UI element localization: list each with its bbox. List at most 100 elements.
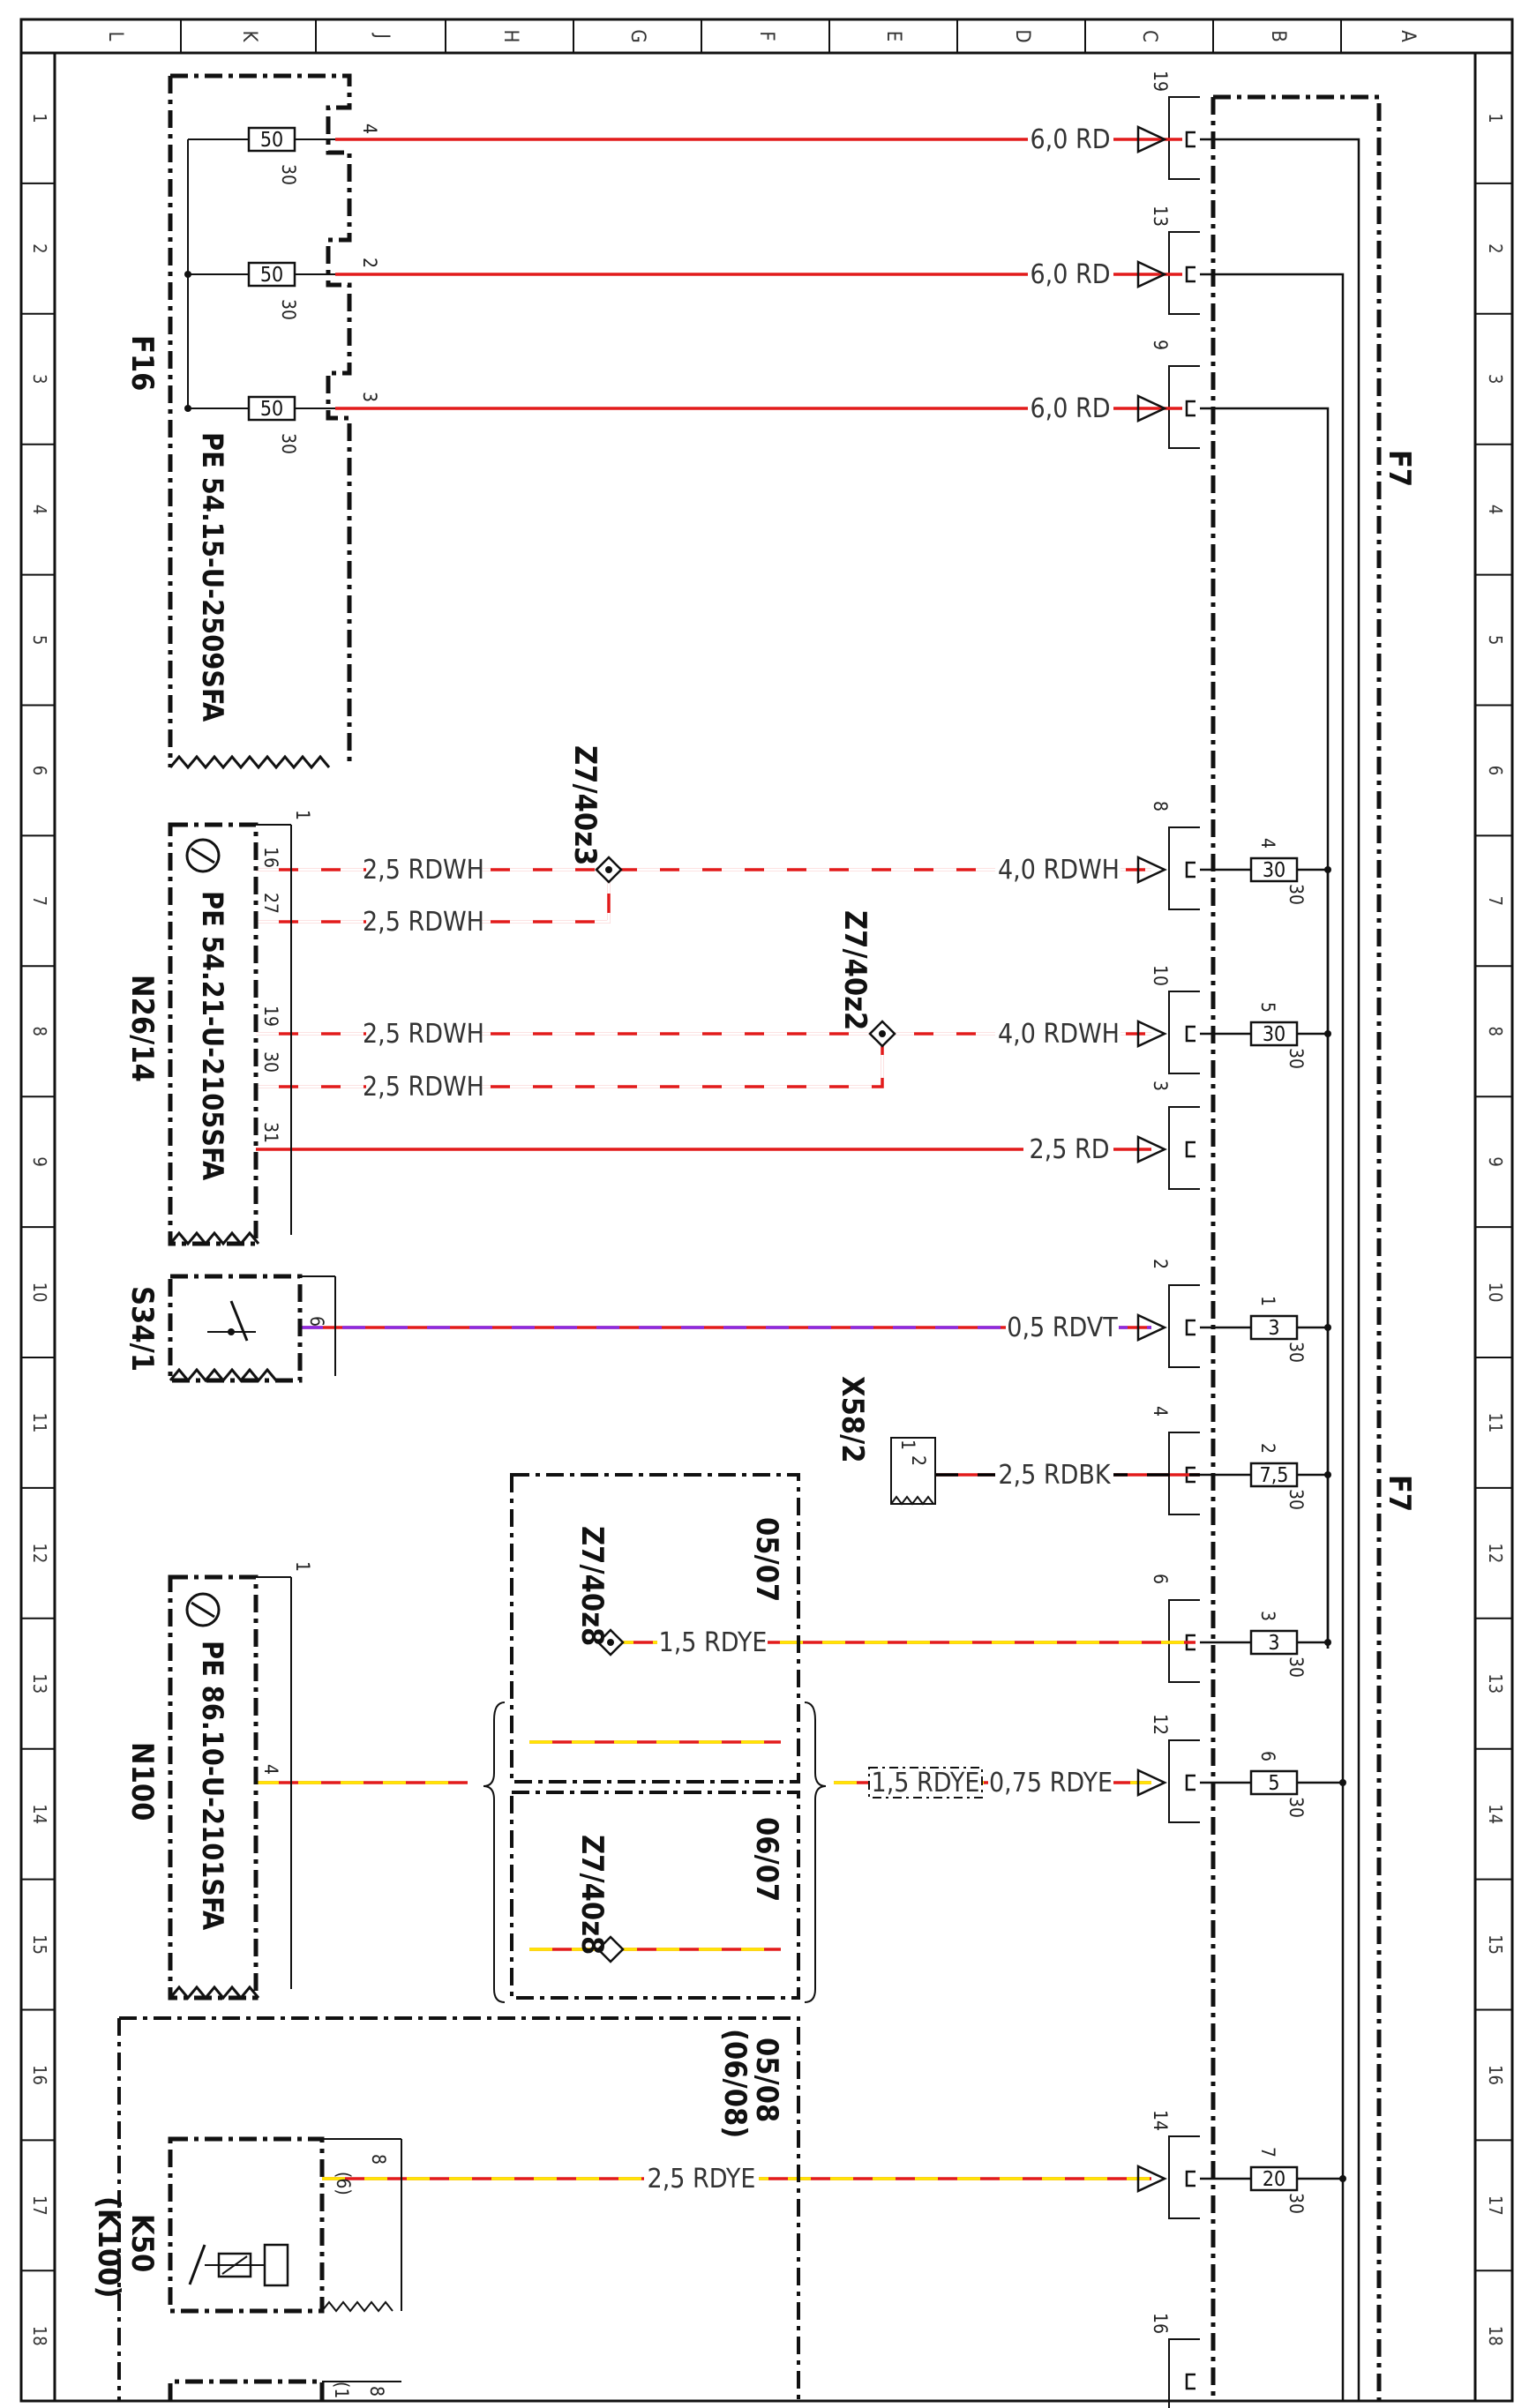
- row-label-right: 8: [1485, 1027, 1506, 1036]
- connector-arrow-icon: [1136, 1135, 1167, 1163]
- row-label-left: 1: [29, 113, 50, 123]
- wire-w8: [256, 1034, 884, 1088]
- splice-label: Z7/40z8: [574, 1526, 610, 1646]
- variant-block-a: 05/07 06/07 Z7/40z8 Z7/40z8: [483, 1473, 827, 2003]
- row-grid: [21, 52, 1512, 2272]
- row-label-left: 11: [29, 1413, 50, 1433]
- f7-fuse-in: 6: [1257, 1751, 1278, 1761]
- wire-label-gap: [644, 2163, 759, 2195]
- col-label: K: [238, 31, 260, 43]
- row-label-right: 6: [1485, 766, 1506, 775]
- wire-label-gap: [1028, 123, 1113, 155]
- f7-fuse-term: 30: [1285, 2193, 1307, 2214]
- f7-pin-number: 2: [1150, 1259, 1171, 1269]
- pin-number: 1: [292, 1561, 313, 1572]
- component-label-n26-14: N26/14: [124, 975, 160, 1082]
- f7-fuse-body: [1249, 1314, 1299, 1341]
- pin-number: (1: [331, 2382, 352, 2398]
- f7-fuse-in: 3: [1257, 1611, 1278, 1621]
- f7-fuse-value: 3: [1268, 1317, 1279, 1340]
- n100-block: 1 4 N100 PE 86.10-U-2101SFA: [124, 1561, 313, 2000]
- f7-pin-contact: [1185, 1774, 1195, 1791]
- pin-number: 16: [260, 847, 281, 868]
- f7-pin-bracket: [1168, 991, 1200, 1074]
- row-label-left: 9: [29, 1156, 50, 1166]
- fuse-value: 50: [260, 398, 283, 421]
- f7-fuse-term: 30: [1285, 884, 1307, 905]
- row-label-right: 4: [1485, 505, 1506, 514]
- wire-label-gap: [1023, 1133, 1113, 1165]
- row-label-left: 12: [29, 1543, 50, 1563]
- f7-pin-number: 10: [1150, 965, 1171, 986]
- wire-label-gap: [995, 854, 1121, 886]
- row-label-right: 9: [1485, 1156, 1506, 1166]
- f7-fuse-value: 7,5: [1260, 1464, 1289, 1487]
- row-label-right: 12: [1485, 1543, 1506, 1563]
- wire-label: 6,0 RD: [1030, 393, 1110, 424]
- f7-fuse-term: 30: [1285, 1797, 1307, 1818]
- pin-number: 27: [260, 893, 281, 914]
- col-label: C: [1138, 30, 1160, 42]
- f7-pin-contact: [1185, 1140, 1195, 1158]
- f7-pin-number: 13: [1150, 206, 1171, 227]
- splice-label: Z7/40z2: [837, 910, 873, 1030]
- wire-label: 2,5 RDWH: [363, 1072, 484, 1103]
- component-label-f7: F7: [1382, 1475, 1417, 1512]
- row-label-right: 18: [1485, 2326, 1506, 2346]
- row-label-right: 14: [1485, 1804, 1506, 1824]
- wire-label-gap: [988, 1767, 1113, 1799]
- connector-arrow-icon: [1136, 1020, 1167, 1048]
- fuse-term: 30: [278, 433, 299, 454]
- f7-fuse-term: 30: [1285, 1342, 1307, 1363]
- splice-dot: [607, 1639, 614, 1646]
- splice-labels: Z7/40z3 Z7/40z2: [567, 745, 873, 1030]
- wire-label: 2,5 RD: [1029, 1134, 1109, 1165]
- row-label-left: 2: [29, 243, 50, 253]
- pin-number: 6: [306, 1316, 327, 1327]
- f7-pin-contact: [1185, 1025, 1195, 1043]
- fuse-term: 30: [278, 164, 299, 185]
- wire-label: 1,5 RDYE: [659, 1627, 768, 1658]
- row-label-left: 8: [29, 1027, 50, 1036]
- wire-label: 2,5 RDWH: [363, 855, 484, 886]
- col-label: H: [499, 30, 521, 43]
- f16-block: 50 30 4 50 30 2 50 30 3 F16 PE 54.15-U-2…: [124, 73, 380, 770]
- f7-pin-contact: [1185, 265, 1195, 283]
- row-label-left: 17: [29, 2195, 50, 2216]
- connector-arrow-icon: [1136, 856, 1167, 884]
- n26-14-block: 1 16 27 19 30 31 N26/14 PE 54.21-U-2105S…: [124, 810, 313, 1246]
- row-label-left: 6: [29, 766, 50, 775]
- f16-fuse: 50 30 3: [188, 392, 380, 454]
- wire-label: 4,0 RDWH: [998, 855, 1120, 886]
- row-label-left: 4: [29, 505, 50, 514]
- f7-pin-number: 4: [1150, 1406, 1171, 1417]
- f7-fuse-in: 2: [1257, 1443, 1278, 1454]
- variant-label: 06/07: [749, 1817, 784, 1902]
- f7-pin-bracket: [1168, 1284, 1200, 1368]
- f7-pin-number: 9: [1150, 340, 1171, 350]
- f7-fuse-body: [1249, 856, 1299, 883]
- pin-number: 3: [359, 392, 380, 402]
- row-label-right: 15: [1485, 1934, 1506, 1955]
- f7-pin-number: 14: [1150, 2110, 1171, 2131]
- row-label-right: 16: [1485, 2065, 1506, 2085]
- wire-label-gap: [366, 1018, 481, 1050]
- x58-2-block: 2 1 X58/2: [835, 1376, 936, 1506]
- f7-fuse-in: 4: [1257, 838, 1278, 849]
- col-label: A: [1397, 30, 1419, 42]
- pin-number: 8: [366, 2386, 387, 2397]
- pe-reference: PE 86.10-U-2101SFA: [196, 1641, 229, 1931]
- wire-label: 0,5 RDVT: [1007, 1312, 1118, 1343]
- wire-label-gap: [366, 906, 481, 938]
- f7-pin-contact: [1185, 400, 1195, 417]
- wire-label-gap: [366, 854, 481, 886]
- f7-fuse-body: [1249, 1021, 1299, 1047]
- connector-arrow-icon: [1136, 1313, 1167, 1342]
- fuse-value: 50: [260, 129, 283, 152]
- connector-arrow-icon: [1136, 1769, 1167, 1797]
- pin-number: 19: [260, 1006, 281, 1027]
